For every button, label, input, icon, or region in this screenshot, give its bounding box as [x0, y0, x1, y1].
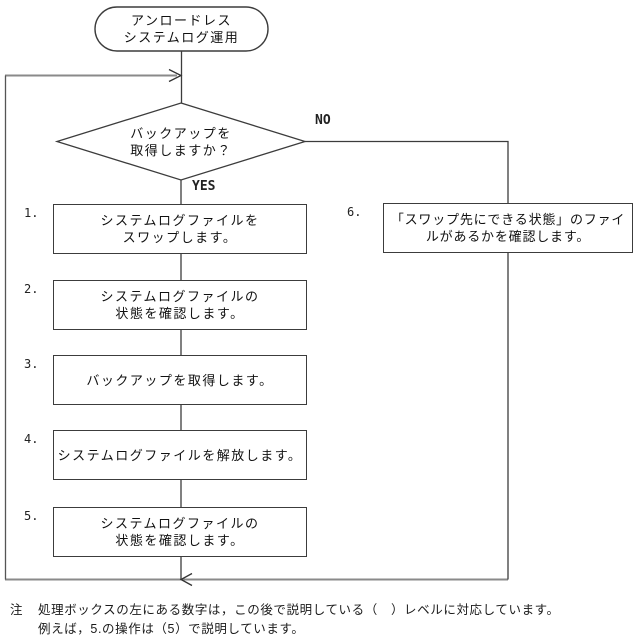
process-box-line: 状態を確認します。	[115, 306, 245, 321]
step-number-6: 6.	[347, 205, 362, 219]
connector-no-branch	[305, 140, 509, 203]
yes-label: YES	[192, 179, 216, 194]
process-box-check-swap-target: 「スワップ先にできる状態」のファイ ルがあるかを確認します。	[383, 203, 633, 253]
step-number-2: 2.	[24, 282, 39, 296]
process-box-release: システムログファイルを解放します。	[53, 430, 307, 480]
process-box-line: システムログファイルを解放します。	[57, 447, 303, 463]
process-box-line: スワップします。	[122, 230, 238, 245]
process-box-line: バックアップを取得します。	[86, 372, 274, 388]
process-box-swap: システムログファイルを スワップします。	[53, 204, 307, 254]
note: 注 処理ボックスの左にある数字は，この後で説明している（ ）レベルに対応していま…	[10, 601, 630, 639]
process-box-line: システムログファイルの	[100, 516, 260, 531]
decision-line-2: 取得しますか？	[130, 142, 232, 158]
step-number-5: 5.	[24, 509, 39, 523]
step-number-4: 4.	[24, 432, 39, 446]
note-marker: 注	[10, 603, 24, 617]
process-box-line: 状態を確認します。	[115, 533, 245, 548]
step-number-1: 1.	[24, 206, 39, 220]
arrow-right-icon	[168, 68, 183, 83]
process-box-line: ルがあるかを確認します。	[425, 229, 591, 244]
process-box-backup: バックアップを取得します。	[53, 355, 307, 405]
process-box-line: システムログファイルを	[100, 213, 260, 228]
no-label: NO	[315, 113, 331, 128]
decision-node: バックアップを 取得しますか？	[57, 103, 305, 180]
note-line-2: 例えば，5.の操作は（5）で説明しています。	[38, 622, 305, 636]
process-box-line: システムログファイルの	[100, 289, 260, 304]
process-box-check-status-1: システムログファイルの 状態を確認します。	[53, 280, 307, 330]
terminator-line-2: システムログ運用	[123, 30, 240, 45]
terminator-line-1: アンロードレス	[131, 13, 232, 28]
decision-line-1: バックアップを	[130, 125, 232, 141]
process-box-line: 「スワップ先にできる状態」のファイ	[390, 212, 626, 227]
arrow-left-icon	[179, 572, 193, 587]
terminator-node: アンロードレス システムログ運用	[95, 7, 268, 51]
step-number-3: 3.	[24, 357, 39, 371]
process-box-check-status-2: システムログファイルの 状態を確認します。	[53, 507, 307, 557]
note-line-1: 処理ボックスの左にある数字は，この後で説明している（ ）レベルに対応しています。	[38, 603, 560, 617]
note-body: 処理ボックスの左にある数字は，この後で説明している（ ）レベルに対応しています。…	[38, 601, 630, 639]
